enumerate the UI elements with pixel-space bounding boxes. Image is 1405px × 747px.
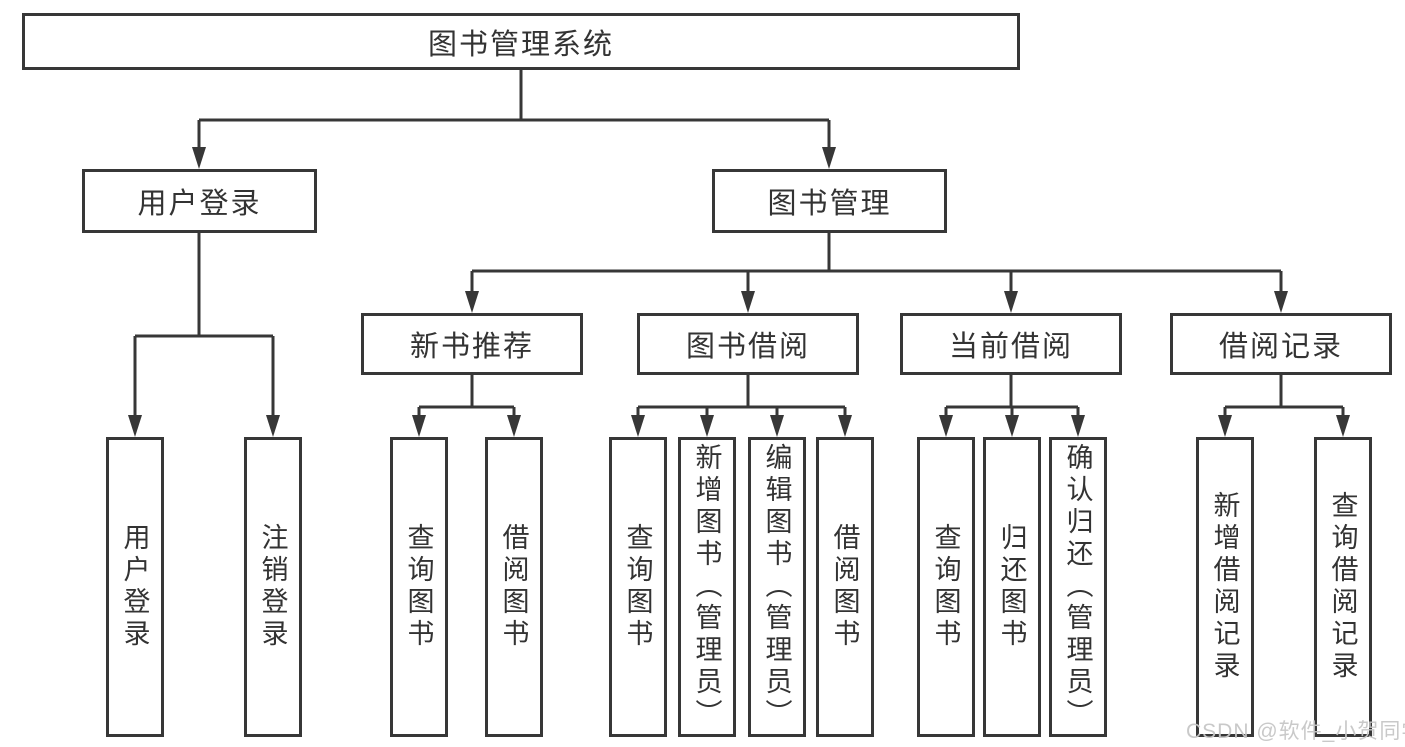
connector-recommend-to-leaves xyxy=(417,375,516,418)
node-query-books-current: 查询图书 xyxy=(917,437,975,737)
node-add-book-admin: 新增图书（管理员） xyxy=(678,437,736,737)
node-current-borrowing: 当前借阅 xyxy=(900,313,1122,375)
node-edit-book-admin: 编辑图书（管理员） xyxy=(748,437,806,737)
node-return-books: 归还图书 xyxy=(983,437,1041,737)
csdn-watermark: CSDN @软件_小贺同学 xyxy=(1186,720,1405,743)
node-query-books-borrowing: 查询图书 xyxy=(609,437,667,737)
connector-bookmgmt-to-level3 xyxy=(470,233,1283,294)
node-query-borrow-record: 查询借阅记录 xyxy=(1314,437,1372,737)
node-borrow-books-recommend: 借阅图书 xyxy=(485,437,543,737)
node-borrowing-records: 借阅记录 xyxy=(1170,313,1392,375)
node-library-management-system: 图书管理系统 xyxy=(22,13,1020,70)
node-book-borrowing: 图书借阅 xyxy=(637,313,859,375)
node-confirm-return-admin: 确认归还（管理员） xyxy=(1049,437,1107,737)
node-user-login: 用户登录 xyxy=(82,169,317,233)
node-borrow-books-borrowing: 借阅图书 xyxy=(816,437,874,737)
connector-records-to-leaves xyxy=(1223,375,1345,418)
connector-root-to-level2 xyxy=(197,70,831,150)
connector-userlogin-to-leaves xyxy=(133,233,275,418)
node-logout-login: 注销登录 xyxy=(244,437,302,737)
node-book-management: 图书管理 xyxy=(712,169,947,233)
node-user-login-leaf: 用户登录 xyxy=(106,437,164,737)
connector-current-to-leaves xyxy=(944,375,1080,418)
node-query-books-recommend: 查询图书 xyxy=(390,437,448,737)
node-new-book-recommendation: 新书推荐 xyxy=(361,313,583,375)
connector-borrowing-to-leaves xyxy=(636,375,847,418)
node-add-borrow-record: 新增借阅记录 xyxy=(1196,437,1254,737)
